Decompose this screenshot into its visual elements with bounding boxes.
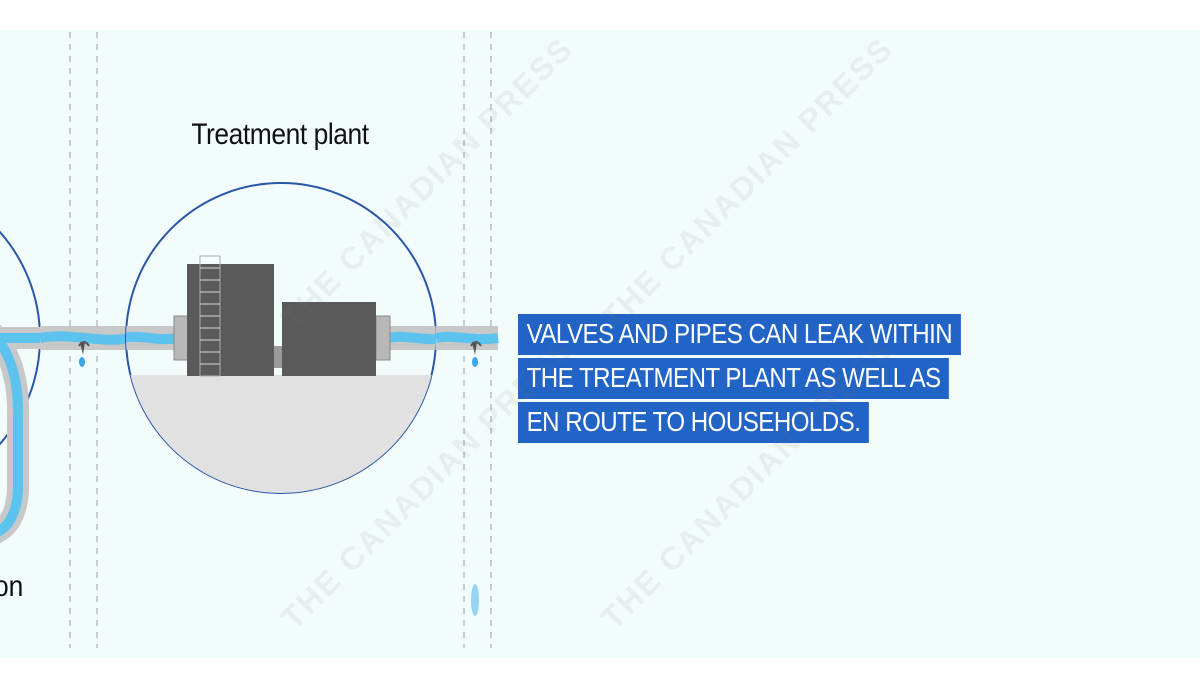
plant-building-short: [282, 302, 376, 376]
leak-drip-icon: [78, 341, 90, 367]
leak-drip-icon: [470, 341, 482, 367]
treatment-plant-circle: [125, 182, 437, 494]
callout-line: VALVES AND PIPES CAN LEAK WITHIN: [518, 314, 961, 355]
falling-drop-icon: [471, 584, 479, 616]
callout-line: EN ROUTE TO HOUSEHOLDS.: [518, 402, 870, 443]
plant-building-tall: [187, 264, 274, 376]
leak-callout: VALVES AND PIPES CAN LEAK WITHIN THE TRE…: [518, 314, 1033, 446]
treatment-plant-label: Treatment plant: [191, 118, 369, 151]
previous-stage-label: on: [0, 570, 24, 603]
pipe-flange: [375, 315, 391, 361]
ladder-icon: [199, 255, 221, 377]
connector-pipe-right: [434, 326, 499, 350]
callout-line: THE TREATMENT PLANT AS WELL AS: [518, 358, 950, 399]
pipe-flange: [173, 315, 189, 361]
